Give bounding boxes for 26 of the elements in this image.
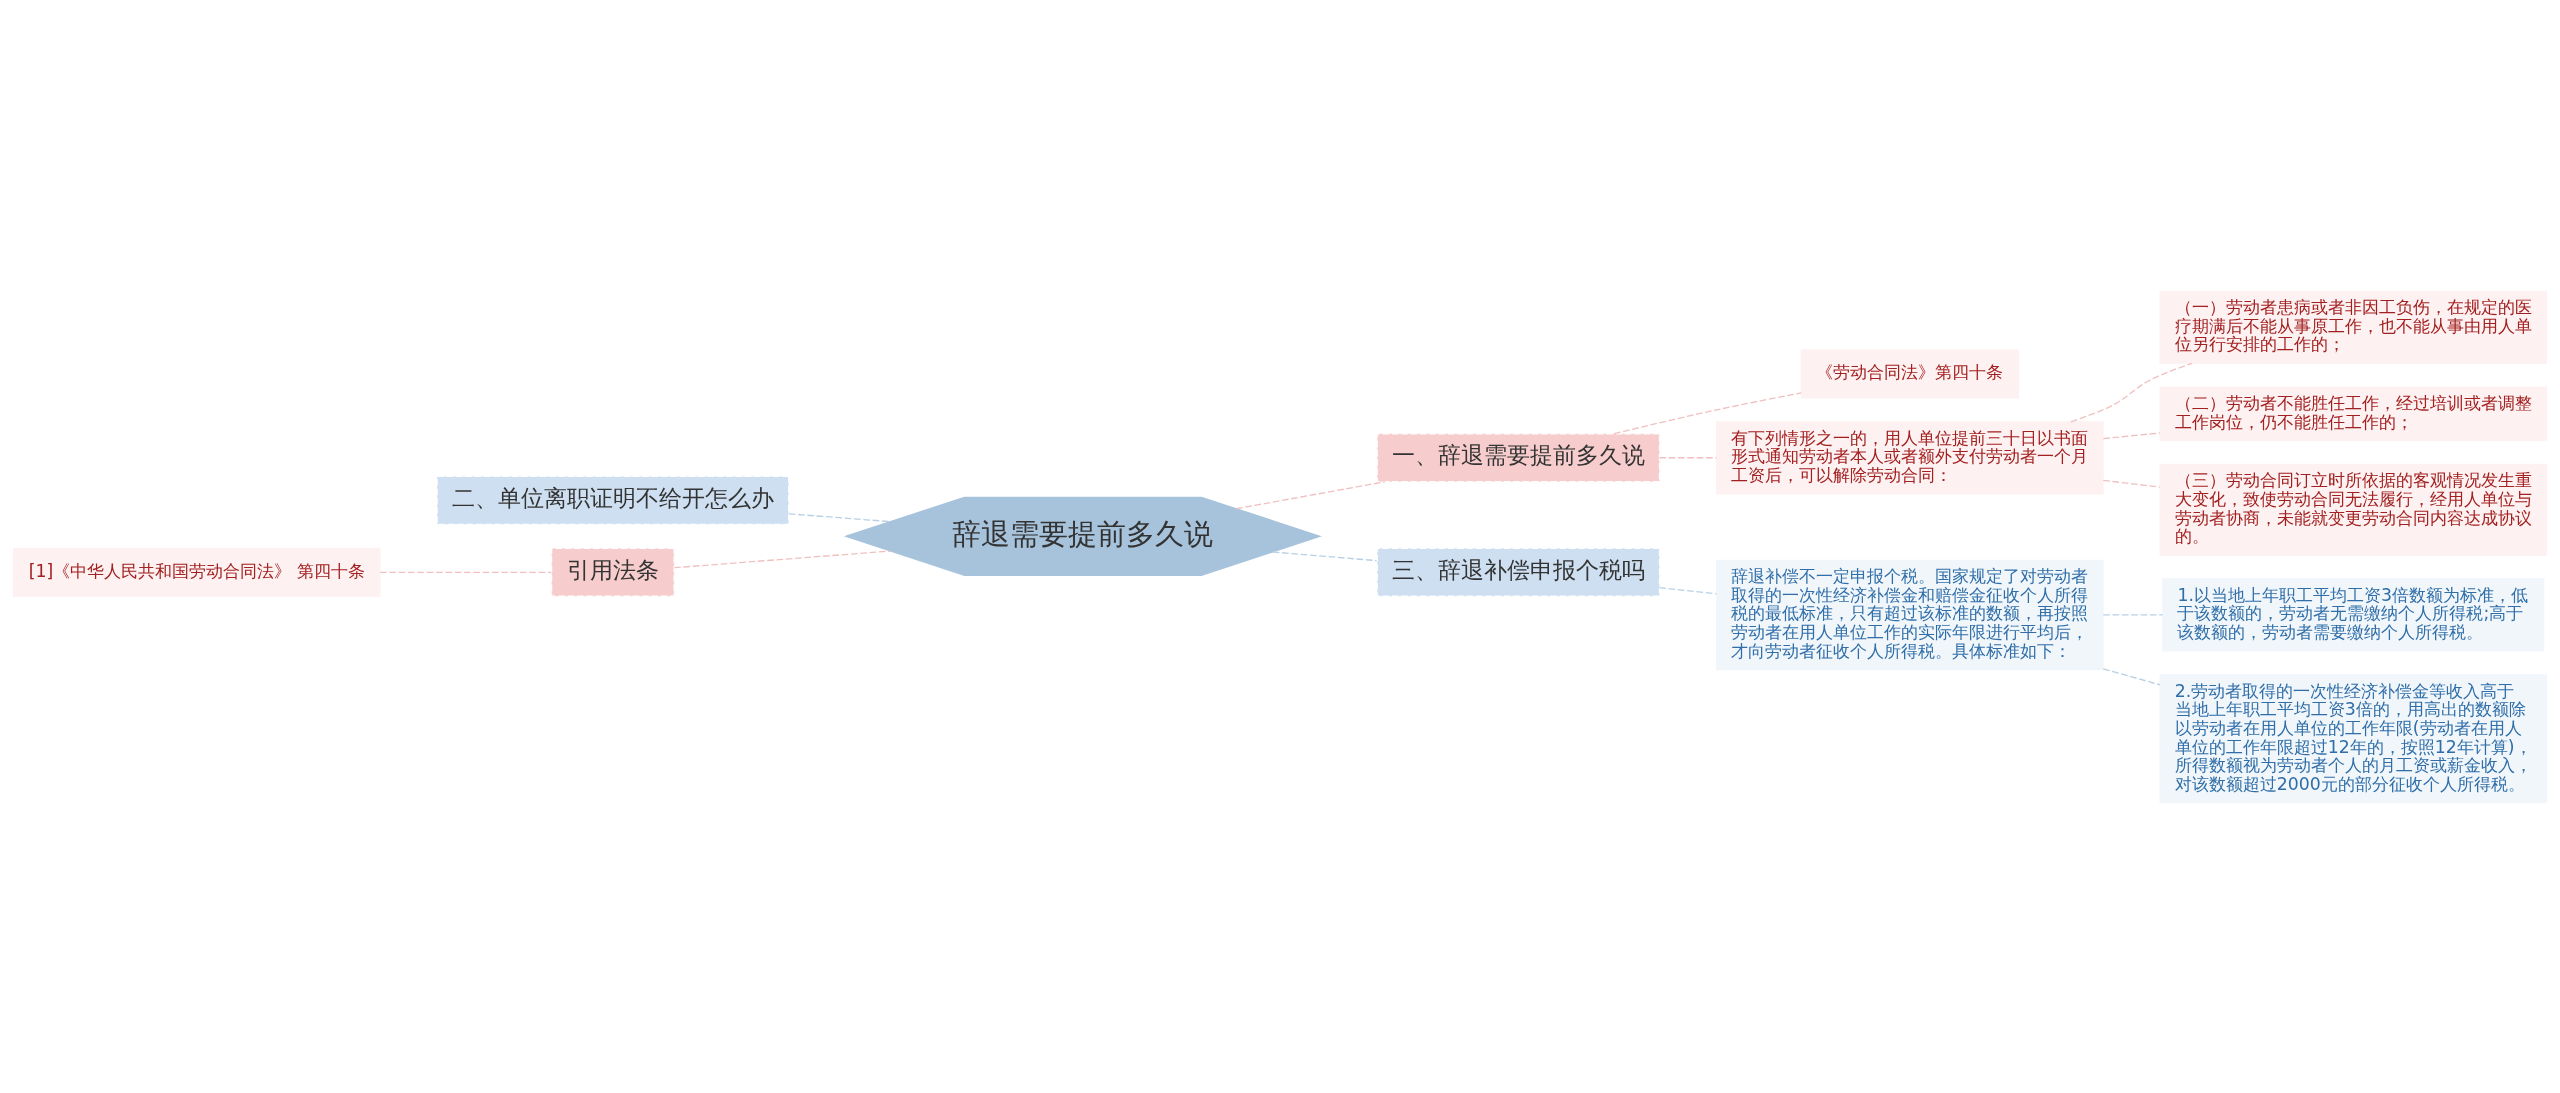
connector [2102,431,2161,439]
connector [379,571,552,573]
node-box: 一、辞退需要提前多久说 [1376,432,1661,482]
node-box: 二、单位离职证明不给开怎么办 [436,475,790,525]
connector [1235,480,1386,509]
node-box: 1.以当地上年职工平均工资3倍数额为标准，低于该数额的，劳动者无需缴纳个人所得税;高于该数额的，劳动者需要缴纳个人所得税。 [2162,577,2545,652]
node-box: 三、辞退补偿申报个税吗 [1376,547,1661,597]
node-box: 2.劳动者取得的一次性经济补偿金等收入高于当地上年职工平均工资3倍的，用高出的数额除以劳动者在用人单位的工作年限(劳动者在用人单位的工作年限超过12年的，按照12年计算)，所得数额视为劳动者个人的月工资或薪金收入，对该数额超过2000元的部分征收个人所得税。 [2159,673,2548,803]
node-box: 《劳动合同法》第四十条 [1800,348,2020,399]
node-box: [1]《中华人民共和国劳动合同法》 第四十条 [12,547,381,597]
connector [788,512,891,522]
node-box: （二）劳动者不能胜任工作，经过培训或者调整工作岗位，仍不能胜任工作的； [2159,386,2548,441]
node-box: 有下列情形之一的，用人单位提前三十日以书面形式通知劳动者本人或者额外支付劳动者一个月工资后，可以解除劳动合同： [1716,420,2104,494]
connector [2102,667,2161,685]
node-box: （三）劳动合同订立时所依据的客观情况发生重大变化，致使劳动合同无法履行，经用人单位与劳动者协商，未能就变更劳动合同内容达成协议的。 [2159,463,2548,556]
connector [1272,550,1378,561]
node-box: 引用法条 [550,547,675,597]
connector [1658,586,1718,595]
connector [2070,362,2193,422]
connector [2102,479,2161,488]
connector [673,549,891,568]
connector [1658,456,1718,458]
connector [2102,613,2164,616]
node-box: （一）劳动者患病或者非因工负伤，在规定的医疗期满后不能从事原工作，也不能从事由用人单位另行安排的工作的； [2159,290,2548,364]
node-box: 辞退补偿不一定申报个税。国家规定了对劳动者取得的一次性经济补偿金和赔偿金征收个人所得税的最低标准，只有超过该标准的数额，再按照劳动者在用人单位工作的实际年限进行平均后，才向劳动者征收个人所得税。具体标准如下： [1716,559,2104,670]
connector [1613,391,1802,434]
